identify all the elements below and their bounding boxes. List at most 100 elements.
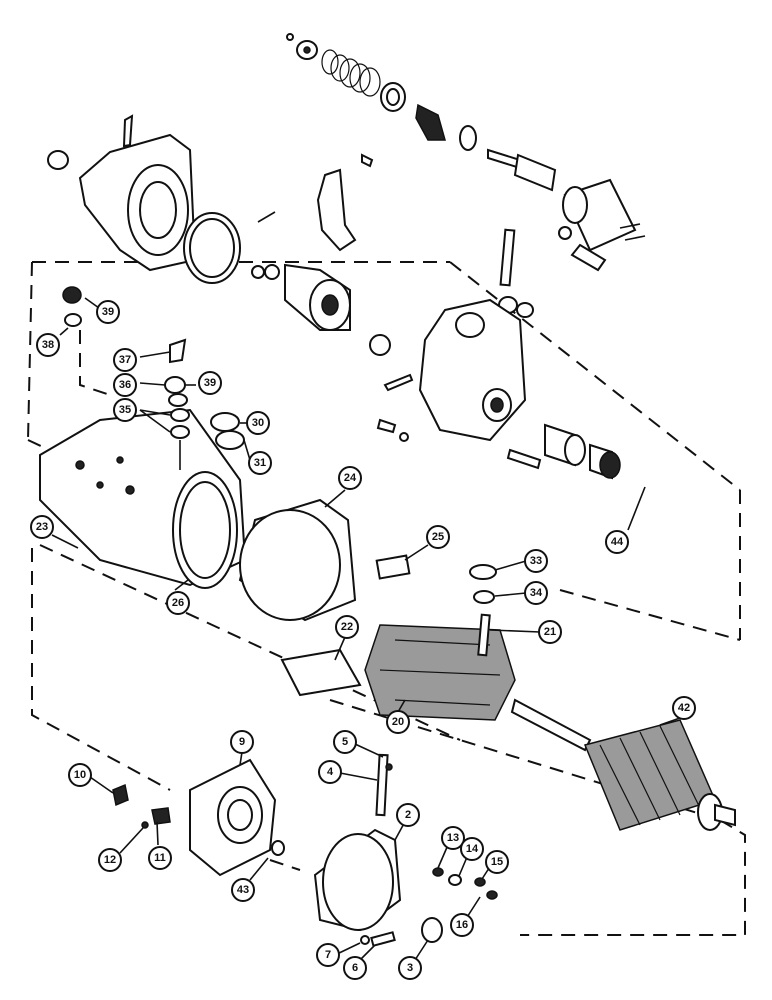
callout-circle [248,451,272,475]
callout-circle [98,848,122,872]
callout-label: 35 [119,404,131,416]
drive-clutch [251,263,351,331]
terminal-insulator [469,564,497,580]
field-insulator-band [238,498,357,622]
callout-36: 36 [113,373,137,397]
return-spring [321,49,381,97]
plunger-spring-group [286,33,557,192]
callout-39a: 39 [96,300,120,324]
callout-circle [318,760,342,784]
callout-label: 6 [352,962,358,974]
callout-label: 39 [204,377,216,389]
callout-circle [426,525,450,549]
brush-plate [112,758,277,877]
callout-circle [316,943,340,967]
callout-12: 12 [98,848,122,872]
callout-43: 43 [231,878,255,902]
commutator-end-frame [271,753,498,947]
callout-label: 14 [466,843,479,855]
callout-circle [148,846,172,870]
callout-42: 42 [672,696,696,720]
callout-circle [335,615,359,639]
callout-label: 36 [119,379,131,391]
callout-26: 26 [166,591,190,615]
callout-2: 2 [396,803,420,827]
callout-label: 7 [325,949,331,961]
callout-3: 3 [398,956,422,980]
callout-31: 31 [248,451,272,475]
callout-37: 37 [113,348,137,372]
solenoid [558,178,646,272]
callout-circle [36,333,60,357]
callout-label: 37 [119,354,131,366]
callout-label: 2 [405,809,411,821]
callout-label: 13 [447,832,459,844]
callout-33: 33 [524,549,548,573]
callout-label: 38 [42,339,54,351]
callout-circle [30,515,54,539]
callout-15: 15 [485,850,509,874]
callout-circle [450,913,474,937]
callout-44: 44 [605,530,629,554]
callout-20: 20 [386,710,410,734]
callout-label: 22 [341,621,353,633]
callout-label: 24 [344,472,357,484]
armature [510,698,736,831]
callout-34: 34 [524,581,548,605]
callout-23: 23 [30,515,54,539]
callout-label: 5 [342,736,348,748]
callout-13: 13 [441,826,465,850]
callout-39b: 39 [198,371,222,395]
callout-circle [538,620,562,644]
callout-label: 12 [104,854,116,866]
callout-circle [605,530,629,554]
callout-35: 35 [113,398,137,422]
callout-label: 10 [74,769,86,781]
callout-label: 3 [407,962,413,974]
callout-circle [441,826,465,850]
callout-7: 7 [316,943,340,967]
callout-21: 21 [538,620,562,644]
callout-label: 31 [254,457,266,469]
callout-circle [333,730,357,754]
terminal-hardware [62,286,245,470]
lever-housing [369,228,621,480]
callout-circle [485,850,509,874]
callout-circle [231,878,255,902]
callout-circle [343,956,367,980]
callout-label: 15 [491,856,503,868]
callout-circle [113,373,137,397]
callout-16: 16 [450,913,474,937]
callout-circle [113,348,137,372]
callout-circle [460,837,484,861]
callout-label: 39 [102,306,114,318]
callout-circle [386,710,410,734]
callout-11: 11 [148,846,172,870]
callout-6: 6 [343,956,367,980]
callout-label: 25 [432,531,444,543]
shift-lever [257,153,374,252]
leader-lines [51,297,681,961]
callout-circle [398,956,422,980]
callout-25: 25 [426,525,450,549]
callout-circle [113,398,137,422]
callout-label: 11 [154,852,166,864]
callout-10: 10 [68,763,92,787]
callout-circle [96,300,120,324]
callout-label: 33 [530,555,542,567]
callout-label: 23 [36,521,48,533]
pole-shoe [280,648,362,697]
callout-circle [68,763,92,787]
callout-circle [524,549,548,573]
assembly-dashed-lines [27,261,746,936]
callout-22: 22 [335,615,359,639]
callout-circle [672,696,696,720]
callout-30: 30 [246,411,270,435]
gasket-inner [189,218,235,278]
callout-5: 5 [333,730,357,754]
callout-label: 26 [172,597,184,609]
callout-label: 34 [530,587,543,599]
callout-circle [230,730,254,754]
insulator-strip [375,554,411,580]
